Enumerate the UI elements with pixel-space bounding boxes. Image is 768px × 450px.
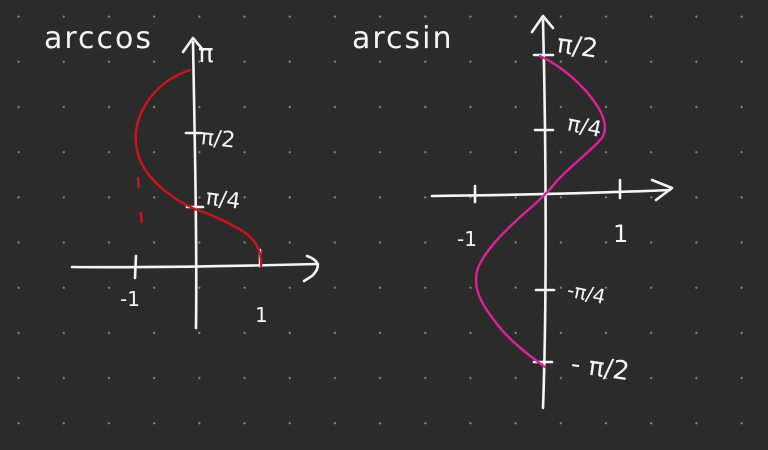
arccos-label-pi: π [198, 39, 214, 69]
arcsin-x-axis-arrow [650, 178, 674, 202]
arcsin-label-half: π/2 [555, 29, 600, 64]
arccos-y-axis [191, 40, 198, 330]
arccos-label-pos1: 1 [255, 303, 268, 327]
arcsin-label-neg-half: - π/2 [569, 349, 631, 387]
arccos-label-neg1: -1 [120, 287, 140, 311]
arccos-graph: arccos π π/2 π/4 -1 1 [44, 21, 320, 330]
arccos-label-quarter: π/4 [204, 185, 242, 215]
arccos-y-axis-arrow [181, 36, 205, 54]
arccos-x-axis [70, 262, 320, 269]
arcsin-label-neg1: -1 [457, 227, 477, 251]
arccos-title: arccos [44, 21, 153, 56]
arcsin-x-axis [430, 188, 672, 198]
arccos-x-axis-arrow [302, 254, 320, 283]
arcsin-y-axis-arrow [530, 14, 555, 34]
arccos-dashed-guide [136, 176, 145, 240]
arcsin-title: arcsin [352, 21, 454, 56]
arcsin-curve [474, 54, 607, 369]
arccos-curve [134, 68, 263, 268]
arcsin-label-neg-quarter: -π/4 [565, 277, 608, 309]
arcsin-y-axis [541, 18, 547, 410]
arccos-label-half: π/2 [199, 125, 236, 153]
arcsin-label-quarter: π/4 [565, 111, 604, 143]
arccos-tick-neg1 [133, 254, 138, 280]
arcsin-label-pos1: 1 [613, 220, 628, 248]
arcsin-graph: arcsin π/2 π/4 -π/4 - π/2 -1 1 [352, 14, 674, 410]
